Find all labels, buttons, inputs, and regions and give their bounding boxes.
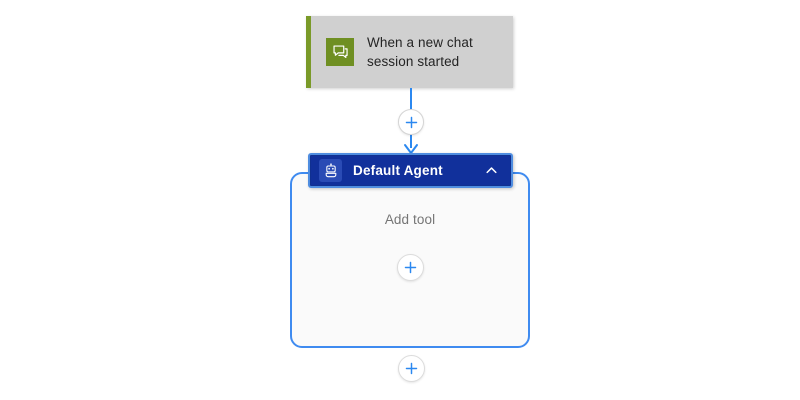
agent-body: Add tool [292,174,528,346]
trigger-node-label: When a new chat session started [367,33,473,71]
chevron-up-icon[interactable] [482,162,500,180]
add-node-button-bottom[interactable] [398,355,425,382]
trigger-label-line-1: When a new chat [367,35,473,50]
robot-icon [319,159,342,182]
chat-bubbles-icon [326,38,354,66]
connector-trigger-to-agent [381,88,441,156]
plus-icon [405,362,418,375]
trigger-accent-bar [306,16,311,88]
agent-node-title: Default Agent [353,163,443,178]
plus-icon [405,116,417,128]
trigger-label-line-2: session started [367,54,460,69]
add-tool-label: Add tool [384,212,436,227]
agent-node-header[interactable]: Default Agent [311,156,510,185]
add-node-button-top[interactable] [398,109,424,135]
add-tool-button[interactable] [396,254,424,281]
agent-container[interactable]: Add tool [290,172,530,348]
plus-icon [404,261,416,274]
agent-node-header-selected[interactable]: Default Agent [308,153,513,188]
trigger-node-new-chat-session[interactable]: When a new chat session started [306,16,513,88]
